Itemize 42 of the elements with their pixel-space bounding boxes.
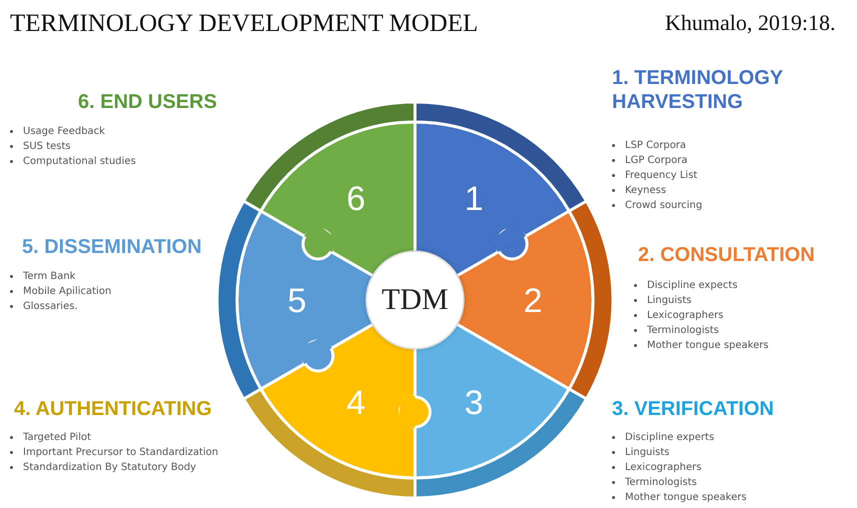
section-heading: 4. AUTHENTICATING [14,397,213,421]
list-item: Targeted Pilot [23,431,92,445]
list-item: Standardization By Statutory Body [23,461,196,475]
piece-number: 3 [464,384,484,422]
section-heading: 5. DISSEMINATION [22,235,203,259]
puzzle-piece [414,322,588,500]
puzzle-piece [242,100,416,278]
section-heading: 2. CONSULTATION [638,243,816,267]
list-item: Usage Feedback [23,125,105,139]
list-item: Important Precursor to Standardization [23,446,218,460]
list-item: LGP Corpora [625,154,688,168]
list-item: Glossaries. [23,300,78,314]
list-item: Crowd sourcing [625,199,702,213]
list-item: Discipline experts [625,431,714,445]
piece-number: 1 [464,180,484,218]
piece-number: 5 [288,282,306,320]
list-item: Mother tongue speakers [625,491,747,505]
list-item: Lexicographers [647,309,724,323]
section-heading: 3. VERIFICATION [612,397,775,421]
piece-number: 2 [524,282,542,320]
piece-number: 6 [346,180,366,218]
list-item: Computational studies [23,155,136,169]
list-item: Terminologists [625,476,697,490]
citation: Khumalo, 2019:18. [665,10,836,36]
title: TERMINOLOGY DEVELOPMENT MODEL [10,10,478,38]
list-item: Linguists [647,294,692,308]
list-item: Frequency List [625,169,698,183]
puzzle-piece [414,100,588,278]
list-item: SUS tests [23,140,71,154]
list-item: LSP Corpora [625,139,686,153]
list-item: Linguists [625,446,670,460]
list-item: Discipline expects [647,279,738,293]
list-item: Mother tongue speakers [647,339,769,353]
list-item: Keyness [625,184,666,198]
list-item: Lexicographers [625,461,702,475]
section-heading: 6. END USERS [78,90,218,114]
section-heading: 1. TERMINOLOGY HARVESTING [612,66,784,114]
piece-number: 4 [346,384,366,422]
center-label: TDM [382,283,448,317]
list-item: Terminologists [647,324,719,338]
list-item: Mobile Apilication [23,285,112,299]
list-item: Term Bank [23,270,76,284]
